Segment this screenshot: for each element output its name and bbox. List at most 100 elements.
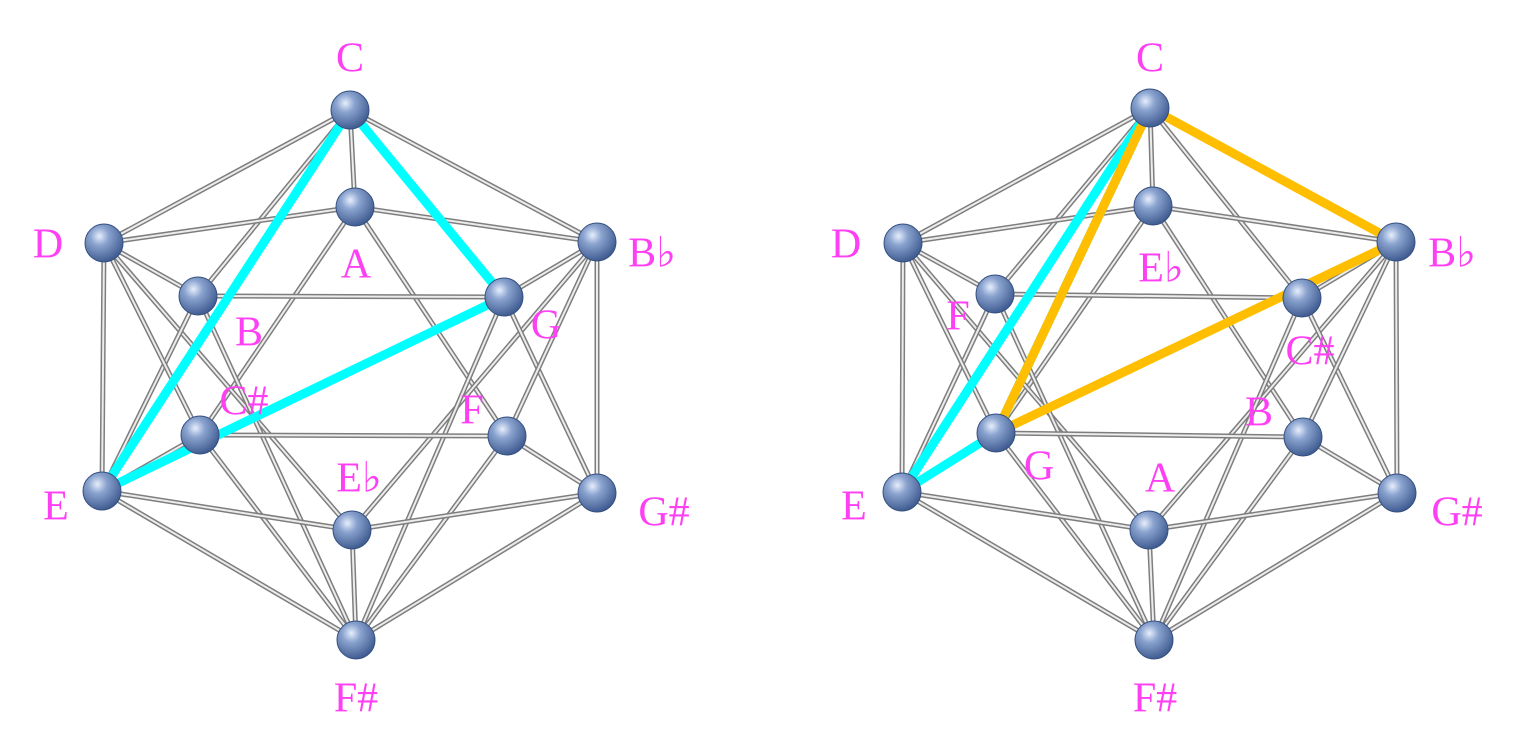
right-edge (900, 240, 999, 436)
right-edge (899, 489, 1152, 533)
right-label-lower_right: G# (1431, 490, 1482, 536)
right-edge (993, 430, 1157, 643)
left-label-upper_left: D (33, 222, 63, 268)
right-label-inner_upper_right: C# (1285, 329, 1334, 375)
left-nodes (82, 90, 617, 660)
right-label-upper_left: D (831, 222, 861, 268)
left-node-upper_center (335, 187, 375, 227)
left-node-lower_right (577, 473, 617, 513)
right-edge (992, 291, 1305, 301)
right-edge (1147, 105, 1305, 301)
right-nodes (882, 88, 1417, 660)
left-node-inner_upper_right (484, 277, 524, 317)
right-highlight-segment (991, 237, 1401, 438)
left-label-inner_lower_right: F (460, 388, 483, 434)
left-edge (347, 107, 600, 245)
left-edge (353, 433, 510, 643)
left-label-top: C (336, 36, 364, 82)
right-edge (900, 203, 1156, 246)
left-label-upper_center: A (341, 242, 372, 288)
left-edge (349, 490, 600, 533)
right-node-inner_upper_right (1282, 278, 1322, 318)
left-edge (349, 239, 600, 533)
right-edge (1151, 295, 1305, 643)
left-label-inner_upper_right: G (531, 303, 561, 349)
right-highlight-triangle-2 (991, 103, 1401, 438)
left-node-lower_center (332, 510, 372, 550)
right-node-upper_right (1376, 222, 1416, 262)
right-edge (1393, 239, 1400, 496)
left-node-inner_lower_right (487, 416, 527, 456)
right-edge (899, 291, 998, 495)
left-edge (197, 432, 359, 643)
right-edge (1150, 203, 1399, 245)
right-label-lower_left: E (841, 484, 867, 530)
left-label-upper_right: B♭ (628, 231, 676, 277)
left-edge (352, 204, 600, 245)
right-node-inner_lower_left (976, 413, 1016, 453)
left-highlight-triangle-1 (97, 105, 509, 496)
left-highlight-segment (97, 292, 509, 496)
right-highlight-segment (897, 103, 1155, 497)
right-label-upper_right: B♭ (1428, 231, 1476, 277)
left-label-lower_left: E (43, 484, 69, 530)
right-node-upper_left (883, 223, 923, 263)
left-edge (195, 293, 359, 643)
right-edge (1146, 239, 1399, 533)
left-edge (195, 293, 507, 300)
left-edges (99, 107, 600, 643)
left-edge (101, 240, 355, 533)
right-edge (992, 105, 1153, 297)
right-edge (1151, 434, 1306, 643)
left-node-inner_upper_left (178, 276, 218, 316)
right-node-lower_center (1129, 510, 1169, 550)
left-label-inner_upper_left: B (235, 310, 263, 356)
left-edge (501, 294, 600, 496)
right-node-inner_lower_right (1283, 417, 1323, 457)
right-label-top: C (1136, 36, 1164, 82)
right-label-inner_lower_left: G (1024, 444, 1054, 490)
left-edge (197, 204, 358, 438)
left-edge (353, 490, 600, 643)
left-edge (101, 240, 203, 438)
left-edge (353, 294, 507, 643)
right-edge (993, 430, 1306, 440)
left-node-top (330, 90, 370, 130)
right-node-lower_right (1377, 473, 1417, 513)
left-edge (101, 107, 353, 246)
left-label-lower_right: G# (638, 490, 689, 536)
right-edge (993, 203, 1156, 436)
left-label-lower_center: E♭ (336, 456, 381, 502)
right-edge (1299, 295, 1400, 496)
right-node-lower_left (882, 472, 922, 512)
right-label-inner_lower_right: B (1245, 390, 1273, 436)
right-highlight-segment (991, 103, 1155, 438)
left-edge (101, 204, 358, 246)
left-edge (504, 239, 600, 439)
right-node-top (1130, 88, 1170, 128)
right-highlight-segment (1145, 103, 1401, 247)
right-node-bottom (1134, 620, 1174, 660)
left-node-bottom (336, 620, 376, 660)
right-edge (992, 291, 1157, 643)
left-label-bottom: F# (334, 676, 378, 722)
right-edge (1300, 239, 1399, 440)
left-edge (99, 488, 355, 533)
right-edge (900, 105, 1153, 246)
right-edge (899, 240, 906, 495)
right-label-inner_upper_left: F (946, 294, 969, 340)
right-node-upper_center (1133, 186, 1173, 226)
left-edge (99, 240, 107, 494)
left-labels: C A D B♭ B G C# F E G# E♭ F# (33, 36, 690, 722)
left-icosahedron: C A D B♭ B G C# F E G# E♭ F# (33, 36, 690, 722)
left-edge (197, 432, 510, 439)
left-node-upper_right (577, 222, 617, 262)
left-node-inner_lower_left (180, 415, 220, 455)
right-edge (1146, 490, 1400, 533)
left-node-upper_left (84, 223, 124, 263)
left-edge (99, 488, 359, 643)
left-label-inner_lower_left: C# (219, 379, 268, 425)
